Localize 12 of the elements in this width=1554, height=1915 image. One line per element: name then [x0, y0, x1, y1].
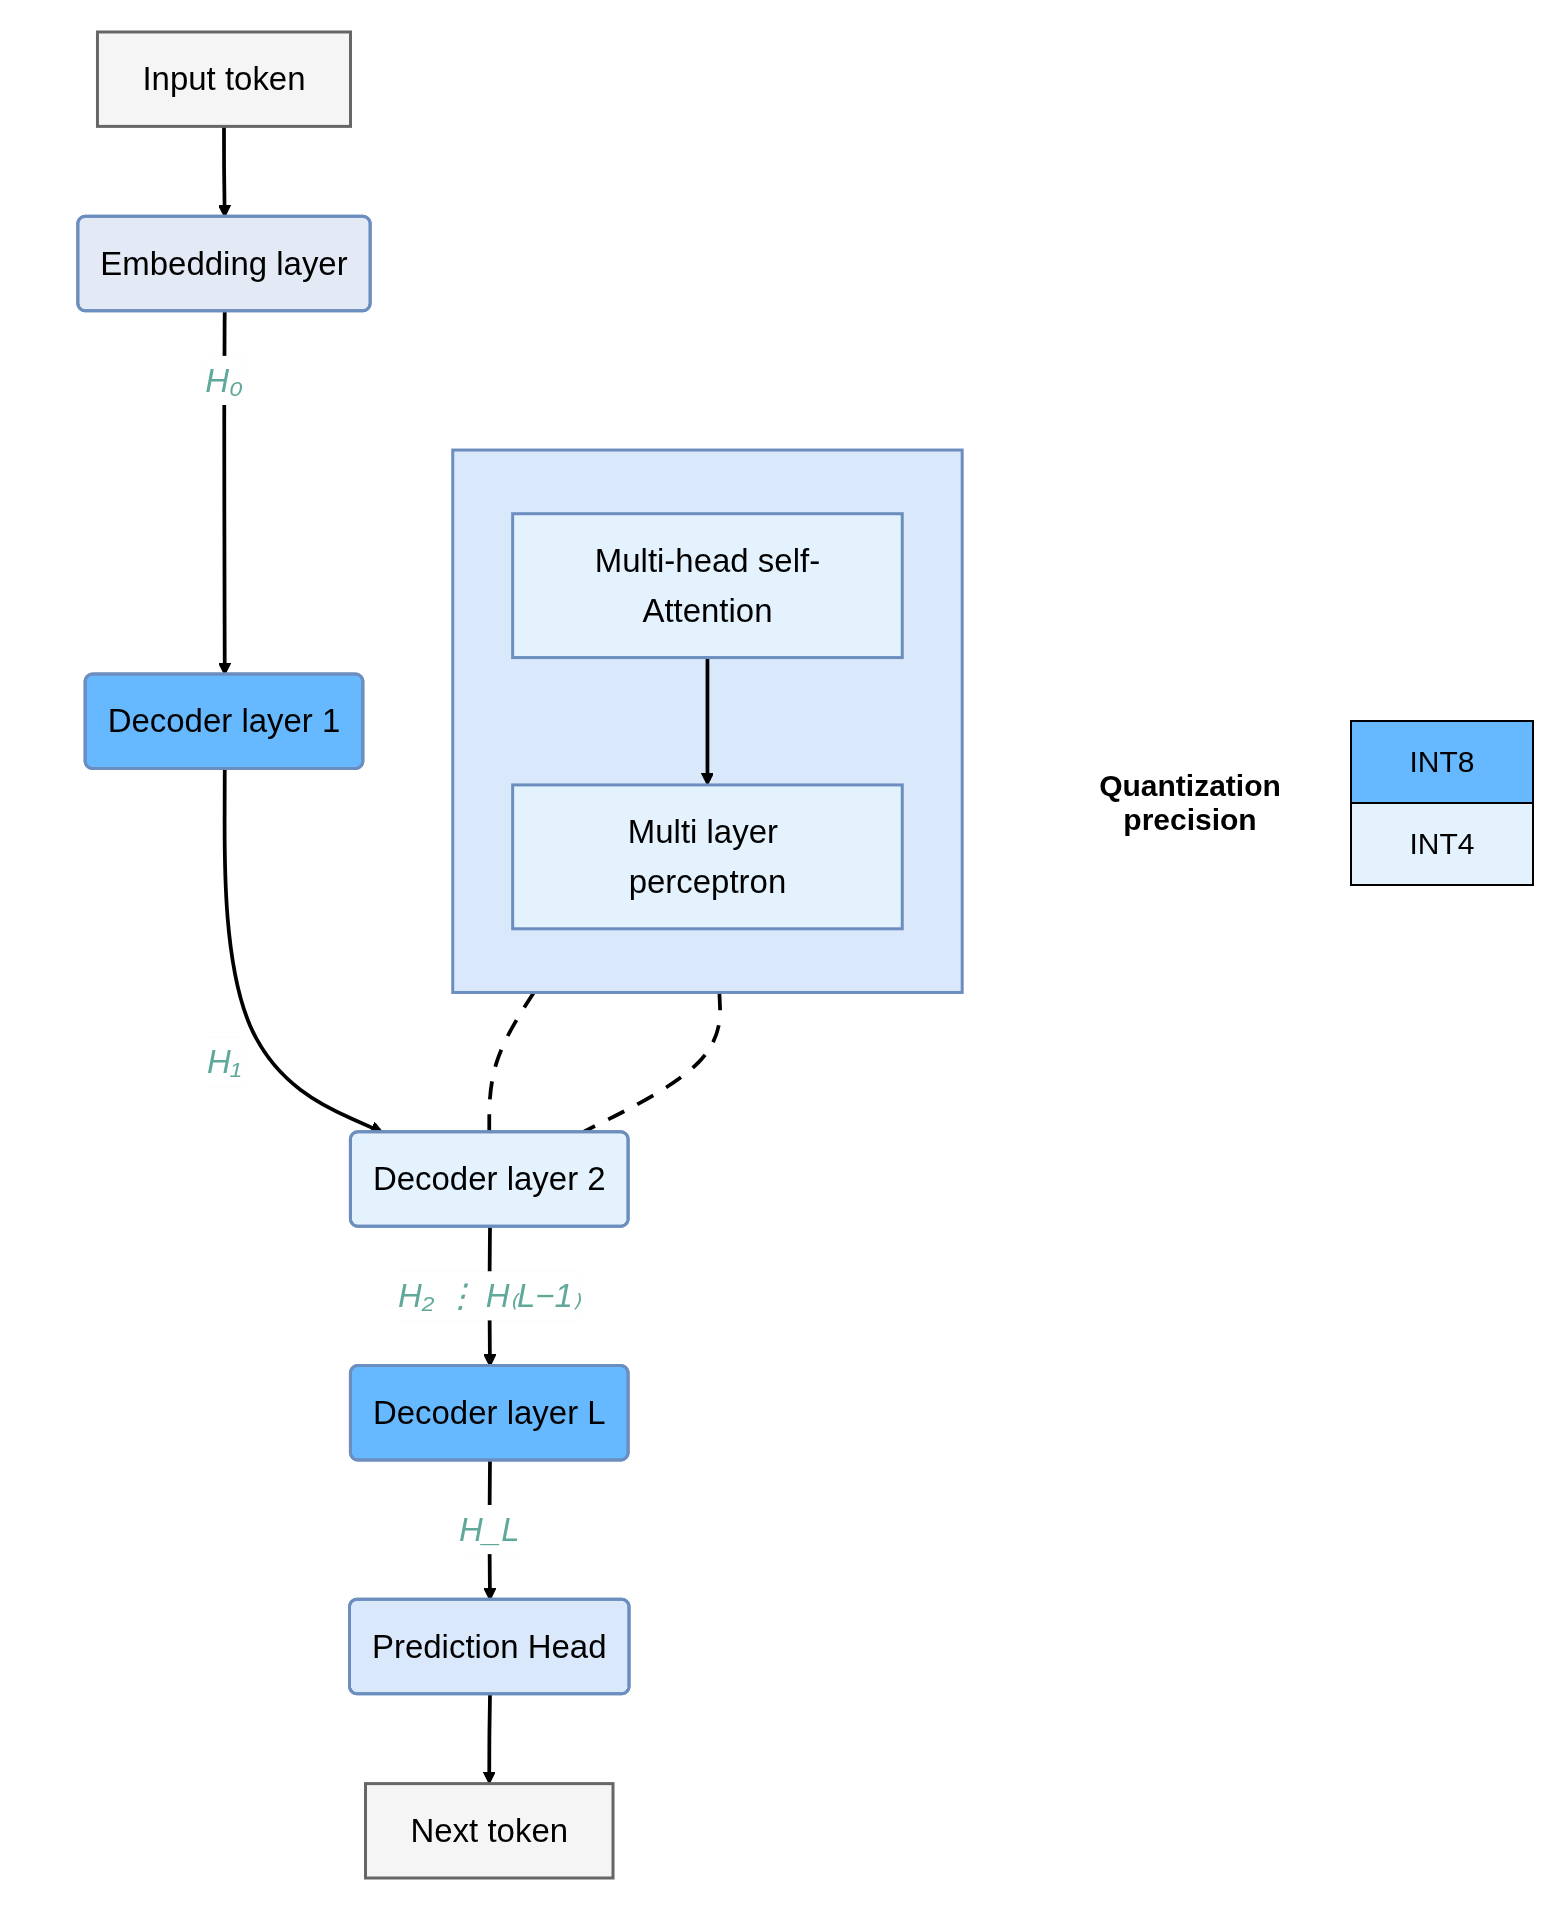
edge-label: H₂ ⋮ H₍L−1₎ [398, 1277, 581, 1315]
node-box: Multi layer perceptron [511, 783, 904, 931]
legend-swatch: INT8 [1352, 722, 1532, 802]
node-box: Next token [364, 1782, 615, 1880]
edge-label: H₀ [205, 361, 243, 400]
node-box: Input token [95, 30, 352, 128]
node-box: Multi-head self-Attention [511, 512, 904, 660]
cluster [451, 448, 964, 994]
edge-label: H_L [459, 1510, 520, 1549]
edge-label: H₁ [206, 1043, 242, 1081]
legend-title: Quantization precision [1098, 769, 1282, 837]
legend-swatch: INT4 [1352, 802, 1532, 884]
